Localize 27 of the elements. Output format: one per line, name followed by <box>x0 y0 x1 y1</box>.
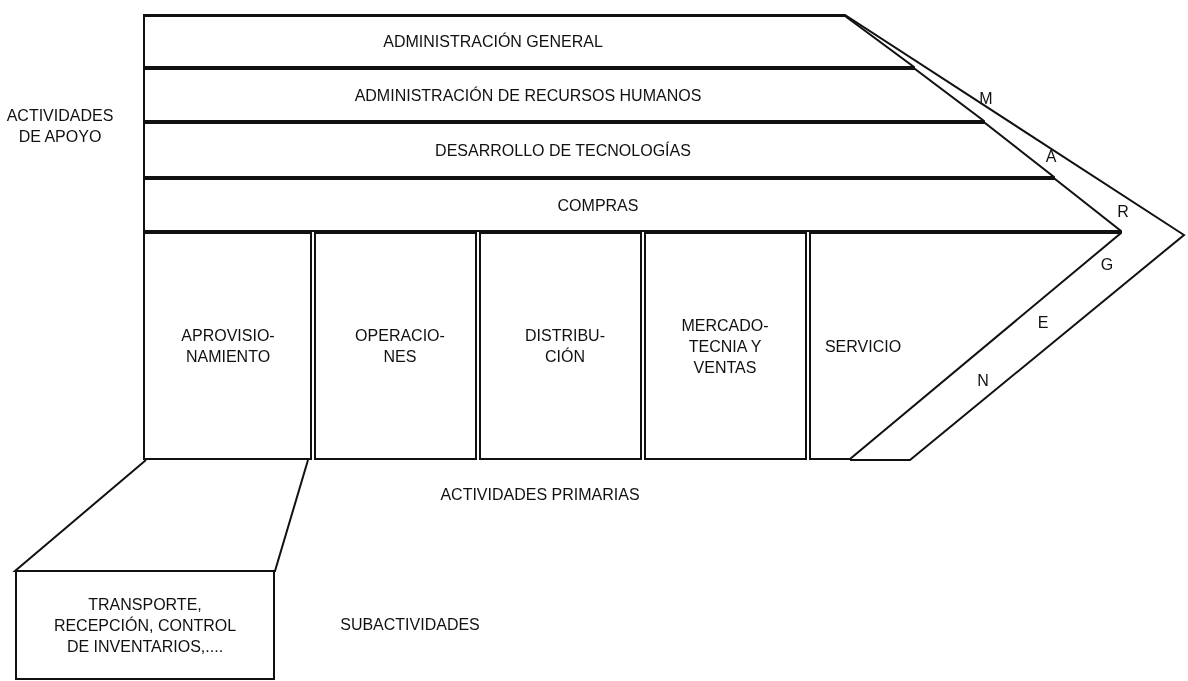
activity-label: MERCADO- TECNIA Y VENTAS <box>680 315 770 378</box>
primary-activity-column <box>809 232 1122 460</box>
support-activity-band <box>143 15 915 68</box>
activity-label: ADMINISTRACIÓN GENERAL <box>382 31 604 52</box>
primary-activities-label: ACTIVIDADES PRIMARIAS <box>439 485 641 505</box>
support-activities-label: ACTIVIDADES DE APOYO <box>5 106 115 147</box>
activity-label: DESARROLLO DE TECNOLOGÍAS <box>434 140 692 161</box>
margin-letter: N <box>976 371 990 391</box>
margin-letter: E <box>1036 313 1050 333</box>
activity-label: SERVICIO <box>823 336 903 357</box>
margin-letter: R <box>1116 202 1130 222</box>
primary-activity-column <box>644 232 807 460</box>
activity-label: TRANSPORTE, RECEPCIÓN, CONTROL DE INVENTARIOS,.... <box>52 595 238 657</box>
primary-activity-column <box>314 232 477 460</box>
margin-letter: M <box>978 89 994 109</box>
primary-activity-column <box>143 232 312 460</box>
activity-label: ADMINISTRACIÓN DE RECURSOS HUMANOS <box>353 85 703 106</box>
activity-label: OPERACIO- NES <box>354 326 446 367</box>
support-activity-band <box>143 122 1055 178</box>
activity-label: DISTRIBU- CIÓN <box>524 326 606 367</box>
subactivity-box <box>15 570 275 680</box>
activity-label: COMPRAS <box>556 195 640 216</box>
margin-letter: A <box>1044 147 1058 167</box>
margin-letter: G <box>1099 255 1115 275</box>
primary-activity-column <box>479 232 642 460</box>
subactivities-label: SUBACTIVIDADES <box>339 615 481 635</box>
activity-label: APROVISIO- NAMIENTO <box>180 326 276 367</box>
